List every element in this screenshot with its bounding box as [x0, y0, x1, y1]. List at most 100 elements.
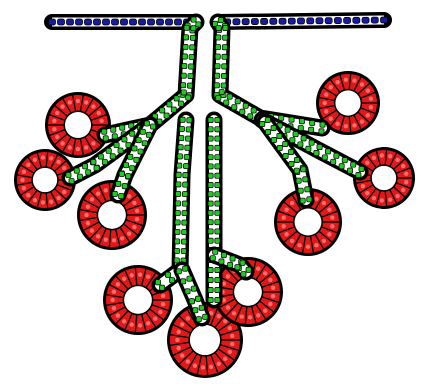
duct-cell	[102, 129, 107, 134]
acinar-nucleus	[68, 145, 72, 149]
duct-cell	[176, 172, 181, 177]
duct-cell	[86, 170, 91, 175]
duct-cell	[196, 296, 201, 301]
acinar-nucleus	[388, 198, 392, 202]
acinar-nucleus	[122, 277, 126, 281]
acinus-lumen	[335, 90, 360, 115]
acinar-nucleus	[248, 315, 252, 319]
acinar-nucleus	[372, 196, 376, 200]
duct-cell	[222, 54, 227, 59]
duct-cell	[223, 35, 228, 40]
duct-cell	[174, 248, 179, 253]
duct-cell	[98, 154, 103, 159]
duct-cell	[182, 63, 187, 68]
duct-cell	[215, 287, 220, 292]
acinar-nucleus	[127, 194, 131, 198]
acinar-nucleus	[130, 322, 134, 326]
acinar-nucleus	[86, 205, 90, 209]
duct-cell	[265, 117, 270, 122]
duct-cell	[171, 107, 176, 112]
duct-cell	[215, 229, 220, 234]
acinar-nucleus	[153, 317, 157, 321]
duct-cell	[181, 73, 186, 78]
duct-cell	[182, 220, 187, 225]
surface-cell	[103, 19, 110, 25]
acinar-nucleus	[284, 232, 288, 236]
acinar-nucleus	[330, 216, 334, 220]
surface-cell	[175, 19, 182, 25]
duct-cell	[138, 149, 143, 154]
acinar-nucleus	[52, 127, 56, 131]
duct-cell	[165, 272, 170, 277]
surface-cell	[298, 18, 305, 24]
acinar-nucleus	[146, 275, 150, 279]
acinar-nucleus	[180, 353, 184, 357]
duct-cell	[303, 177, 308, 182]
acinar-nucleus	[112, 290, 116, 294]
duct-cell	[298, 125, 303, 130]
acinar-nucleus	[104, 237, 108, 241]
acinar-nucleus	[96, 192, 100, 196]
duct-cell	[178, 145, 183, 150]
surface-cell	[242, 19, 249, 25]
duct-cell	[175, 210, 180, 215]
duct-cell	[208, 287, 213, 292]
acinar-nucleus	[223, 357, 227, 361]
duct-cell	[169, 278, 174, 283]
duct-cell	[223, 26, 228, 31]
surface-cell	[325, 18, 332, 24]
duct-cell	[227, 94, 232, 99]
duct-cell	[221, 83, 226, 88]
acinar-nucleus	[330, 224, 334, 228]
acinar-nucleus	[404, 172, 408, 176]
duct-cell	[106, 148, 111, 153]
acinar-nucleus	[335, 122, 339, 126]
acinus-lumen	[372, 166, 396, 190]
surface-cell	[288, 18, 295, 24]
duct-cell	[174, 96, 179, 101]
duct-cell	[179, 135, 184, 140]
duct-cell	[146, 132, 151, 137]
duct-cell	[208, 267, 213, 272]
duct-cell	[111, 127, 116, 132]
duct-cell	[183, 172, 188, 177]
acinar-nucleus	[55, 135, 59, 139]
acinar-nucleus	[284, 207, 288, 211]
acinar-nucleus	[327, 207, 331, 211]
duct-cell	[215, 145, 220, 150]
acinar-nucleus	[176, 330, 180, 334]
duct-cell	[82, 164, 87, 169]
acinar-nucleus	[135, 217, 139, 221]
surface-cell	[353, 17, 360, 23]
acinar-nucleus	[290, 201, 294, 205]
acinar-nucleus	[84, 213, 88, 217]
acinar-nucleus	[104, 188, 108, 192]
duct-cell	[176, 182, 181, 187]
duct-cell	[177, 163, 182, 168]
acinar-nucleus	[327, 232, 331, 236]
acinar-nucleus	[395, 194, 399, 198]
duct-cell	[215, 220, 220, 225]
duct-cell	[246, 267, 251, 272]
acinar-nucleus	[146, 321, 150, 325]
acinar-nucleus	[26, 163, 30, 167]
duct-cell	[185, 289, 190, 294]
duct-cell	[177, 154, 182, 159]
duct-cell	[184, 25, 189, 30]
duct-cell	[175, 229, 180, 234]
duct-cell	[120, 125, 125, 130]
duct-cell	[182, 54, 187, 59]
duct-cell	[339, 164, 344, 169]
duct-cell	[94, 165, 99, 170]
duct-cell	[132, 146, 137, 151]
duct-cell	[119, 171, 124, 176]
acinar-nucleus	[366, 89, 370, 93]
duct-cell	[359, 166, 364, 171]
duct-cell	[130, 131, 135, 136]
acinar-nucleus	[230, 342, 234, 346]
acinar-nucleus	[323, 101, 327, 105]
duct-cell	[187, 276, 192, 281]
duct-cell	[283, 141, 288, 146]
acinar-nucleus	[76, 147, 80, 151]
